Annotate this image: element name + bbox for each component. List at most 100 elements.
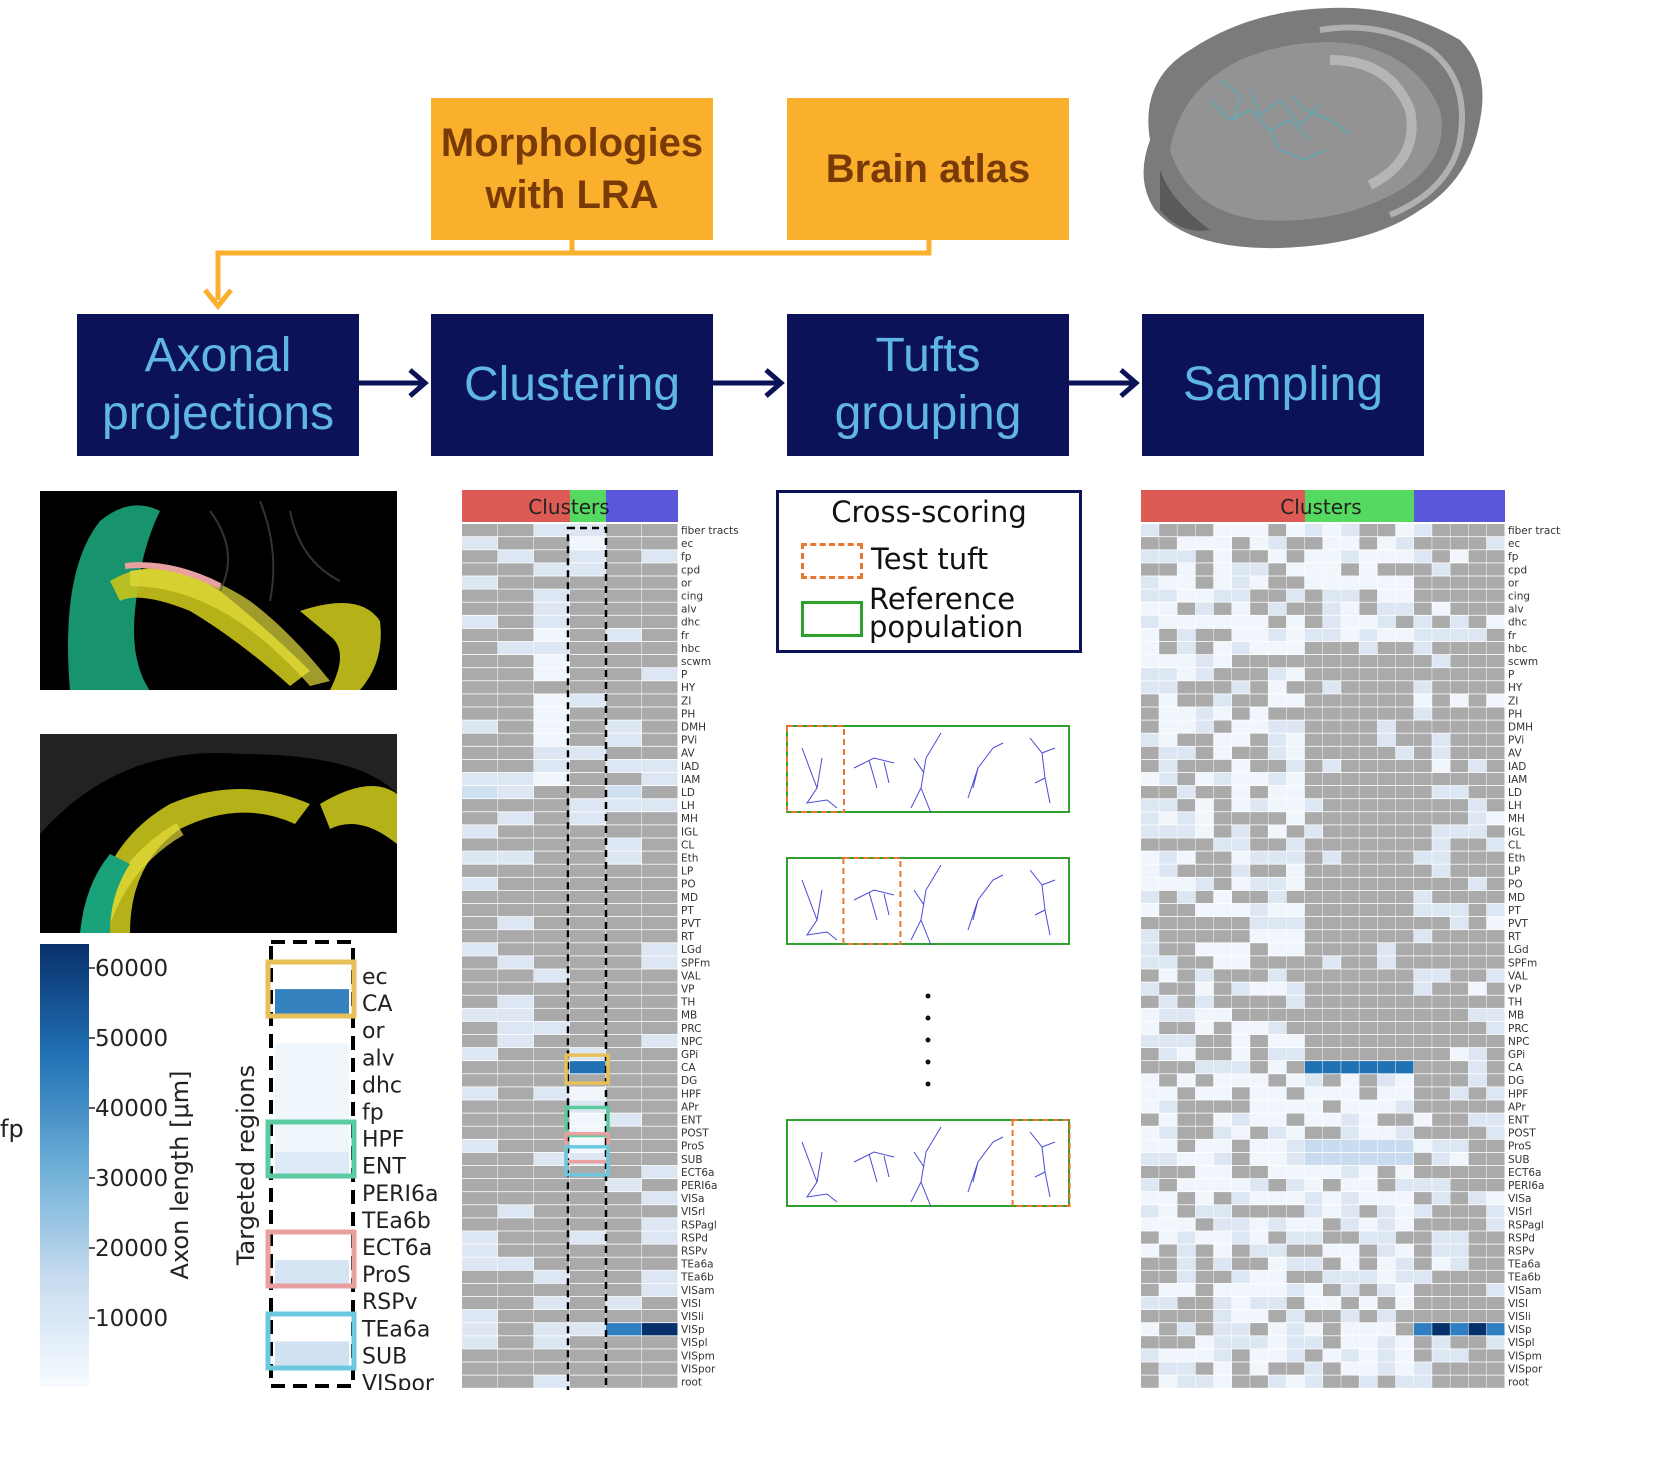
heatmap-cell <box>1250 1179 1268 1192</box>
heatmap-cell <box>642 1244 678 1257</box>
heatmap-cell <box>498 995 534 1008</box>
targeted-region-label: ec <box>362 965 388 990</box>
highlight-SUB <box>564 1145 610 1177</box>
heatmap-cell <box>462 1139 498 1152</box>
heatmap-cell <box>1250 1296 1268 1310</box>
heatmap-cell <box>1486 1087 1505 1100</box>
heatmap-cell <box>1323 1152 1341 1166</box>
heatmap-cell <box>1177 615 1196 628</box>
heatmap-cell <box>1432 851 1450 864</box>
heatmap-cell <box>1232 746 1250 759</box>
fp-side-label: fp <box>0 1115 24 1143</box>
heatmap-cell <box>1195 956 1214 969</box>
heatmap-cell <box>1250 930 1268 943</box>
heatmap-cell <box>498 825 534 838</box>
heatmap-cell <box>1141 1310 1159 1323</box>
heatmap-cell <box>570 628 606 642</box>
heatmap-cell <box>1250 524 1268 537</box>
heatmap-cell <box>1232 576 1250 589</box>
heatmap-cell <box>1377 825 1396 838</box>
heatmap-cell <box>1159 668 1177 681</box>
heatmap-cell <box>1177 563 1196 576</box>
heatmap-cell <box>1304 1008 1323 1021</box>
heatmap-cell <box>1141 668 1159 681</box>
heatmap-cell <box>1159 707 1177 720</box>
heatmap-row-label: VISpl <box>1508 1337 1535 1349</box>
heatmap-cell <box>1450 1244 1469 1257</box>
heatmap-cell <box>1213 694 1232 707</box>
heatmap-cell <box>606 524 642 537</box>
heatmap-cell <box>1304 1021 1323 1035</box>
tuft-morphology <box>1029 869 1056 936</box>
heatmap-cell <box>606 1257 642 1270</box>
heatmap-cell <box>1377 1139 1396 1152</box>
heatmap-cell <box>498 1270 534 1283</box>
heatmap-cell <box>1341 1296 1359 1310</box>
heatmap-cell <box>1304 838 1323 851</box>
heatmap-cell <box>1377 969 1396 982</box>
heatmap-cell <box>606 759 642 773</box>
heatmap-cell <box>1304 1336 1323 1349</box>
heatmap-cell <box>1159 1323 1177 1336</box>
heatmap-cell <box>1250 890 1268 904</box>
heatmap-cell <box>1177 969 1196 982</box>
heatmap-cell <box>534 903 570 917</box>
heatmap-cell <box>642 641 678 655</box>
heatmap-cell <box>1195 1179 1214 1192</box>
heatmap-cell <box>606 1231 642 1244</box>
heatmap-cell <box>1304 655 1323 668</box>
heatmap-cell <box>1450 1165 1469 1179</box>
heatmap-cell <box>1450 537 1469 550</box>
heatmap-cell <box>498 1218 534 1231</box>
heatmap-row-label: PVi <box>681 735 697 747</box>
heatmap-cell <box>1486 1126 1505 1139</box>
heatmap-row-label: CL <box>681 839 694 851</box>
heatmap-cell <box>1213 1270 1232 1283</box>
heatmap-cell <box>1323 1113 1341 1126</box>
heatmap-cell <box>1250 681 1268 694</box>
tuft-morphology <box>1029 737 1056 804</box>
heatmap-cell <box>1468 995 1487 1008</box>
heatmap-cell <box>1268 537 1287 550</box>
heatmap-cell <box>1432 1139 1450 1152</box>
heatmap-cell <box>642 1087 678 1100</box>
heatmap-cell <box>1450 1231 1469 1244</box>
heatmap-cell <box>1159 903 1177 917</box>
heatmap-cell <box>1414 550 1432 563</box>
heatmap-cell <box>1304 1218 1323 1231</box>
heatmap-cell <box>1414 1034 1432 1048</box>
heatmap-cell <box>1286 1008 1305 1021</box>
heatmap-cell <box>1304 930 1323 943</box>
heatmap-cell <box>1268 995 1287 1008</box>
heatmap-cell <box>534 694 570 707</box>
heatmap-cell <box>1141 799 1159 812</box>
heatmap-cell <box>1486 602 1505 615</box>
heatmap-row-label: TH <box>680 997 695 1009</box>
heatmap-cell <box>498 851 534 864</box>
heatmap-cell <box>1304 720 1323 733</box>
heatmap-row-label: MB <box>1508 1010 1524 1022</box>
heatmap-cell <box>642 628 678 642</box>
heatmap-cell <box>642 851 678 864</box>
heatmap-cell <box>1213 576 1232 589</box>
heatmap-cell <box>1450 563 1469 576</box>
heatmap-cell <box>606 1283 642 1297</box>
heatmap-cell <box>1268 1048 1287 1061</box>
heatmap-cell <box>1250 1375 1268 1388</box>
heatmap-cell <box>1341 694 1359 707</box>
heatmap-cell <box>462 550 498 563</box>
heatmap-cell <box>1213 930 1232 943</box>
heatmap-cell <box>1232 772 1250 786</box>
heatmap-cell <box>1268 1257 1287 1270</box>
heatmap-cell <box>1159 930 1177 943</box>
heatmap-cell <box>1414 1152 1432 1166</box>
heatmap-cell <box>498 1362 534 1375</box>
heatmap-cell <box>1141 1192 1159 1205</box>
heatmap-cell <box>1232 1021 1250 1035</box>
heatmap-cell <box>498 602 534 615</box>
heatmap-cell <box>1159 838 1177 851</box>
heatmap-cell <box>1377 1336 1396 1349</box>
heatmap-cell <box>1177 1205 1196 1218</box>
heatmap-cell <box>1141 524 1159 537</box>
heatmap-cell <box>1359 1061 1378 1074</box>
